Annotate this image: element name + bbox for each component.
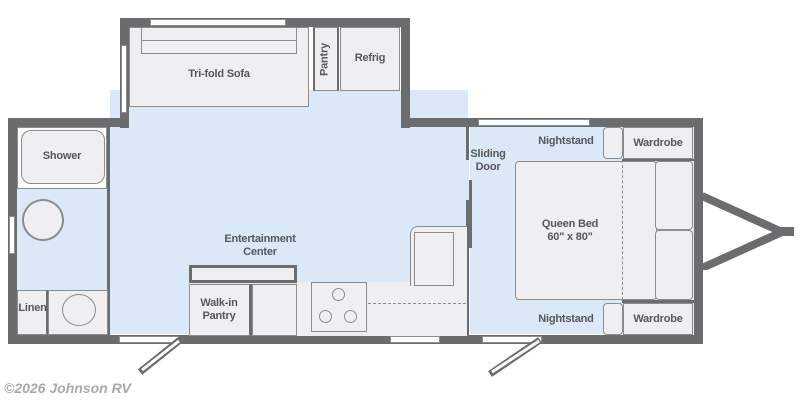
wall <box>622 300 694 303</box>
linen-closet <box>17 290 48 335</box>
nightstand-bottom-label: Nightstand <box>538 313 594 325</box>
nightstand-top <box>603 127 623 159</box>
wall <box>622 159 694 161</box>
window <box>150 19 286 26</box>
pantry <box>313 27 339 91</box>
sliding-door-label: Sliding Door <box>470 148 506 173</box>
bed-headboard <box>655 161 693 230</box>
shower-label: Shower <box>42 150 82 162</box>
window <box>482 336 542 343</box>
entertainment-label: Entertainment Center <box>224 233 296 258</box>
entry-door-icon[interactable] <box>482 336 547 381</box>
pantry-label: Pantry <box>318 42 331 77</box>
refrig-label: Refrig <box>354 52 386 64</box>
wall <box>401 18 410 128</box>
window <box>9 216 15 254</box>
kitchen-sink <box>414 232 454 286</box>
wall <box>466 126 469 336</box>
queen-bed <box>515 161 657 300</box>
entertainment-center <box>189 265 297 283</box>
burner-icon <box>332 288 345 301</box>
walk-in-pantry-label: Walk-in Pantry <box>200 297 238 322</box>
burner-icon <box>344 310 357 323</box>
sliding-door[interactable] <box>469 180 472 248</box>
wall <box>8 118 129 127</box>
wardrobe-top-label: Wardrobe <box>633 137 683 149</box>
burner-icon <box>319 310 332 323</box>
wardrobe-bottom-label: Wardrobe <box>633 313 683 325</box>
bed-headboard <box>655 230 693 300</box>
wall <box>107 118 110 336</box>
entry-door-icon[interactable] <box>130 336 190 381</box>
wardrobe-top <box>623 127 693 159</box>
wall <box>8 335 703 344</box>
linen-label: Linen <box>18 302 47 314</box>
queen-bed-label: Queen Bed 60" x 80" <box>541 218 599 243</box>
window <box>121 45 127 113</box>
copyright-credit: ©2026 Johnson RV <box>4 380 132 396</box>
window <box>478 119 590 126</box>
window <box>390 336 440 343</box>
wall <box>694 118 703 344</box>
refrigerator <box>340 27 400 91</box>
wardrobe-bottom <box>623 303 693 335</box>
hitch-icon <box>700 192 794 270</box>
walk-in-pantry <box>189 284 252 336</box>
nightstand-top-label: Nightstand <box>538 135 594 147</box>
sofa-label: Tri-fold Sofa <box>188 68 250 80</box>
nightstand-bottom <box>603 303 623 335</box>
cabinet <box>252 284 297 336</box>
